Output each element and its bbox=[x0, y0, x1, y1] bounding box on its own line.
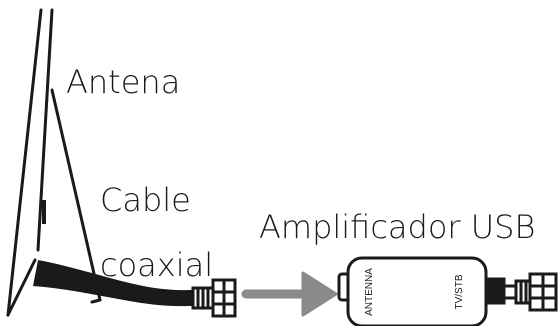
amplifier-label: Amplificador USB bbox=[259, 208, 536, 246]
arrow-icon bbox=[241, 271, 338, 317]
antenna-label: Antena bbox=[66, 63, 181, 101]
coaxial-cable bbox=[33, 260, 195, 307]
coaxial-connector bbox=[191, 278, 237, 318]
output-connector bbox=[484, 272, 558, 312]
antenna-stand bbox=[6, 8, 102, 317]
port-tv-label: TV/STB bbox=[454, 274, 465, 309]
port-antenna-label: ANTENNA bbox=[364, 268, 375, 316]
cable-label-line1: Cable bbox=[100, 181, 191, 219]
cable-label-line2: coaxial bbox=[100, 246, 214, 284]
